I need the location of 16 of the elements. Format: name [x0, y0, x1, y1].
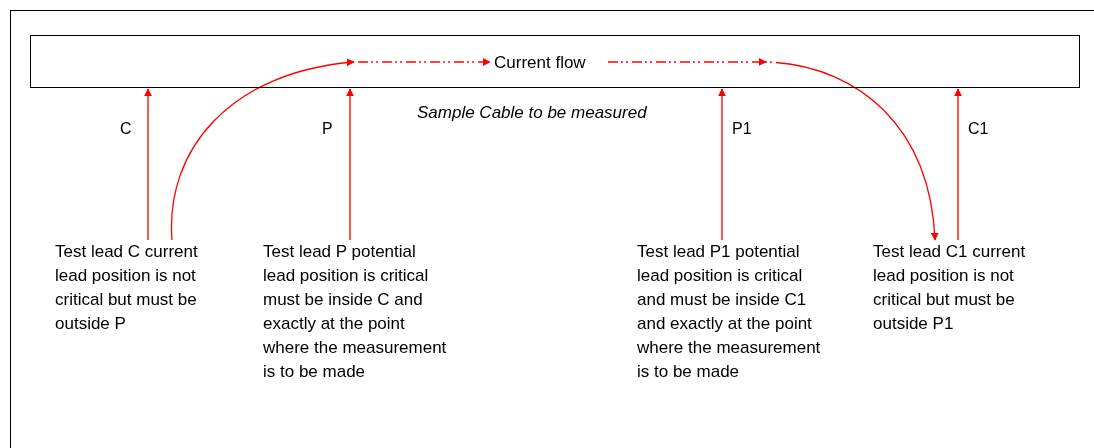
note-text: Test lead P potential lead position is critical must be inside C and exactly at the point where the measurement is to be made: [263, 241, 448, 383]
arrow: [346, 88, 354, 241]
cable-label: Sample Cable to be measured: [417, 102, 647, 124]
arrow: [144, 88, 152, 241]
note-text: Test lead C1 current lead position is not critical but must be outside P1: [873, 241, 1027, 335]
flow-label: Current flow: [494, 52, 587, 74]
edge-label: P1: [732, 120, 752, 138]
arrow: [954, 88, 962, 241]
edge-label: C: [120, 120, 132, 138]
note-text: Test lead C current lead position is not critical but must be outside P: [55, 241, 199, 335]
note-text: Test lead P1 potential lead position is critical and must be inside C1 and exactly at the point where the measurement is to be made: [637, 241, 822, 383]
edge-label: P: [322, 120, 333, 138]
arrow: [718, 88, 726, 241]
arrow: [170, 58, 491, 241]
edge-label: C1: [968, 120, 989, 138]
arrow: [607, 58, 939, 241]
